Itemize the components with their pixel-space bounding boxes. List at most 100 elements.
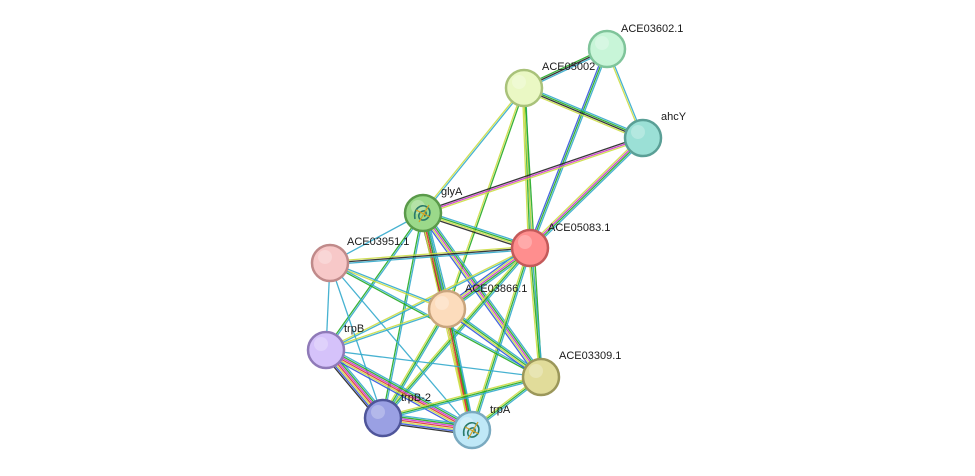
edge-strand — [422, 137, 644, 214]
edge-strand — [423, 138, 644, 216]
node-label: ACE05002 — [542, 61, 595, 73]
edge-strand — [469, 247, 530, 430]
node-label: trpB-2 — [401, 392, 431, 404]
edge-strand — [324, 351, 472, 433]
edge-strand — [446, 309, 541, 379]
node-highlight — [631, 125, 645, 139]
node-ACE05083.1[interactable]: ACE05083.1 — [510, 222, 610, 268]
node-highlight — [595, 36, 609, 50]
node-label: ACE03602.1 — [621, 23, 683, 35]
edge-ACE05083.1-ACE03309.1[interactable] — [527, 247, 544, 378]
edge-glyA-ACE03309.1[interactable] — [419, 210, 545, 380]
node-circle[interactable] — [363, 398, 403, 438]
edge-strand — [531, 139, 646, 251]
edge-strand — [524, 86, 644, 138]
node-highlight — [371, 405, 385, 419]
edge-strand — [421, 213, 541, 379]
node-trpB-2[interactable]: trpB-2 — [363, 392, 431, 438]
node-circle[interactable] — [623, 118, 663, 158]
node-circle[interactable] — [587, 29, 627, 69]
edge-strand — [523, 88, 643, 140]
edge-strand — [325, 246, 530, 350]
edge-trpB-trpA[interactable] — [323, 345, 475, 435]
edge-strand — [326, 347, 474, 429]
node-glyA[interactable]: glyA — [403, 186, 463, 233]
edge-strand — [527, 248, 541, 378]
edge-ACE03866.1-ACE03309.1[interactable] — [445, 306, 543, 380]
edge-strand — [325, 349, 542, 378]
edge-ACE05002-ahcY[interactable] — [522, 85, 645, 141]
node-ahcY[interactable]: ahcY — [623, 111, 687, 158]
node-label: ACE03309.1 — [559, 350, 621, 362]
edge-strand — [527, 135, 642, 247]
node-trpA[interactable]: trpA — [452, 404, 511, 450]
edge-ACE05002-ACE03866.1[interactable] — [445, 87, 526, 310]
node-ACE03866.1[interactable]: ACE03866.1 — [427, 283, 527, 329]
edge-strand — [445, 87, 524, 309]
node-ACE03602.1[interactable]: ACE03602.1 — [587, 23, 683, 69]
edge-ACE05083.1-trpA[interactable] — [469, 247, 533, 431]
edge-strand — [448, 308, 475, 430]
edge-strand — [530, 138, 645, 250]
node-circle[interactable] — [510, 228, 550, 268]
edge-ACE03866.1-trpB[interactable] — [325, 307, 448, 352]
node-ACE03309.1[interactable]: ACE03309.1 — [521, 350, 621, 397]
edge-strand — [422, 212, 542, 378]
node-trpB[interactable]: trpB — [306, 323, 364, 370]
edge-strand — [527, 48, 607, 248]
edge-strand — [423, 88, 526, 214]
edge-ACE03602.1-ACE05083.1[interactable] — [527, 48, 610, 249]
protein-structure-icon — [413, 204, 431, 223]
edge-strand — [422, 135, 643, 213]
edge-ACE03951.1-ACE03866.1[interactable] — [329, 261, 448, 311]
node-ACE05002[interactable]: ACE05002 — [504, 61, 595, 108]
edge-strand — [447, 307, 542, 377]
edge-strand — [382, 376, 542, 419]
edge-strand — [383, 309, 449, 420]
nodes-layer: ACE03602.1ACE05002ahcYglyAACE05083.1ACE0… — [306, 23, 687, 450]
edge-ahcY-glyA[interactable] — [422, 135, 644, 216]
edge-ACE05002-ACE05083.1[interactable] — [521, 87, 533, 249]
node-highlight — [314, 337, 328, 351]
edge-strand — [530, 247, 544, 377]
edge-strand — [423, 211, 543, 377]
edge-strand — [521, 88, 530, 249]
node-circle[interactable] — [306, 330, 346, 370]
edge-strand — [382, 374, 541, 418]
edge-strand — [421, 87, 524, 213]
node-circle[interactable] — [427, 289, 467, 329]
edge-ACE03866.1-trpB-2[interactable] — [381, 307, 449, 420]
edge-strand — [447, 88, 526, 310]
edge-strand — [444, 309, 471, 431]
edge-strand — [326, 309, 448, 352]
edge-strand — [329, 247, 531, 264]
node-circle[interactable] — [310, 243, 350, 283]
edge-strand — [448, 306, 543, 376]
edge-ahcY-ACE05083.1[interactable] — [527, 135, 646, 251]
edge-strand — [425, 210, 545, 376]
edge-ACE05002-glyA[interactable] — [421, 87, 526, 214]
edge-strand — [329, 245, 530, 263]
edge-strand — [445, 310, 540, 380]
edge-strand — [445, 309, 472, 431]
edge-ACE05083.1-trpB[interactable] — [325, 246, 531, 352]
node-highlight — [518, 235, 532, 249]
edge-ACE03866.1-trpA[interactable] — [444, 308, 475, 431]
node-circle[interactable] — [504, 68, 544, 108]
node-ACE03951.1[interactable]: ACE03951.1 — [310, 236, 409, 283]
edge-strand — [382, 308, 448, 419]
edge-strand — [381, 307, 447, 418]
edge-strand — [325, 350, 472, 432]
structure-strands — [415, 204, 431, 223]
node-circle[interactable] — [521, 357, 561, 397]
edge-strand — [471, 247, 531, 431]
edge-ACE03309.1-trpB-2[interactable] — [382, 374, 542, 421]
edge-trpB-ACE03309.1[interactable] — [325, 349, 542, 378]
edge-strand — [383, 377, 542, 421]
edge-ACE05083.1-ACE03951.1[interactable] — [329, 245, 531, 266]
structure-strands — [464, 421, 480, 440]
edge-strand — [330, 261, 448, 309]
edge-strand — [326, 348, 473, 430]
edge-strand — [325, 307, 447, 350]
